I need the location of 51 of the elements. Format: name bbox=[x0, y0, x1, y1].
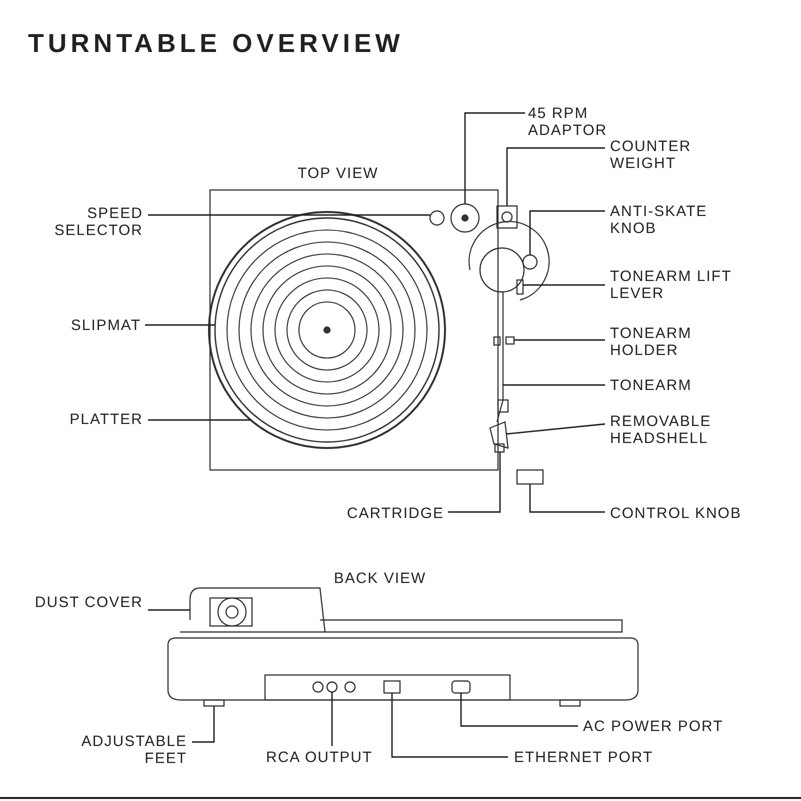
leader-line bbox=[148, 609, 190, 611]
lift-lever bbox=[516, 279, 524, 295]
leader-line bbox=[192, 706, 215, 743]
leader-line bbox=[391, 693, 508, 758]
leader-line bbox=[145, 324, 215, 326]
control-knob bbox=[516, 469, 544, 485]
part-label: DUST COVER bbox=[23, 594, 143, 611]
leader-line bbox=[448, 452, 501, 513]
part-label: COUNTER WEIGHT bbox=[610, 138, 730, 172]
rca-jack bbox=[326, 681, 338, 693]
leader-line bbox=[464, 112, 525, 204]
speed-selector-knob bbox=[429, 210, 445, 226]
part-label: AC POWER PORT bbox=[583, 718, 724, 735]
leader-line bbox=[506, 423, 606, 435]
part-label: SLIPMAT bbox=[21, 317, 141, 334]
leader-line bbox=[523, 284, 605, 286]
part-label: CARTRIDGE bbox=[324, 505, 444, 522]
counterweight bbox=[496, 205, 518, 229]
part-label: TONEARM HOLDER bbox=[610, 325, 730, 359]
diagram-title: TURNTABLE OVERVIEW bbox=[28, 28, 404, 58]
headshell bbox=[489, 421, 509, 449]
power-socket bbox=[451, 680, 471, 694]
ethernet-socket bbox=[383, 680, 401, 694]
part-label: PLATTER bbox=[23, 411, 143, 428]
leader-line bbox=[148, 214, 430, 216]
dust-cover bbox=[189, 587, 326, 632]
view-heading: TOP VIEW bbox=[296, 165, 380, 182]
leader-line bbox=[506, 147, 605, 206]
part-label: RCA OUTPUT bbox=[266, 749, 373, 766]
part-label: ADJUSTABLE FEET bbox=[47, 733, 187, 767]
foot bbox=[203, 699, 225, 707]
cartridge bbox=[494, 443, 505, 453]
tonearm bbox=[496, 292, 504, 422]
tonearm-holder bbox=[505, 336, 515, 345]
view-heading: BACK VIEW bbox=[332, 570, 428, 587]
part-label: TONEARM bbox=[610, 377, 730, 394]
leader-line bbox=[331, 692, 333, 746]
leader-line bbox=[503, 384, 605, 386]
part-label: CONTROL KNOB bbox=[610, 505, 742, 522]
leader-line bbox=[148, 419, 251, 421]
leader-line bbox=[529, 210, 605, 255]
anti-skate-knob bbox=[522, 254, 538, 270]
part-label: 45 RPM ADAPTOR bbox=[528, 105, 648, 139]
part-label: REMOVABLE HEADSHELL bbox=[610, 413, 740, 447]
leader-line bbox=[460, 693, 578, 727]
part-label: ANTI-SKATE KNOB bbox=[610, 203, 730, 237]
adaptor-disc bbox=[450, 203, 480, 233]
part-label: TONEARM LIFT LEVER bbox=[610, 268, 740, 302]
part-label: SPEED SELECTOR bbox=[23, 205, 143, 239]
leader-line bbox=[529, 484, 605, 513]
part-label: ETHERNET PORT bbox=[514, 749, 654, 766]
